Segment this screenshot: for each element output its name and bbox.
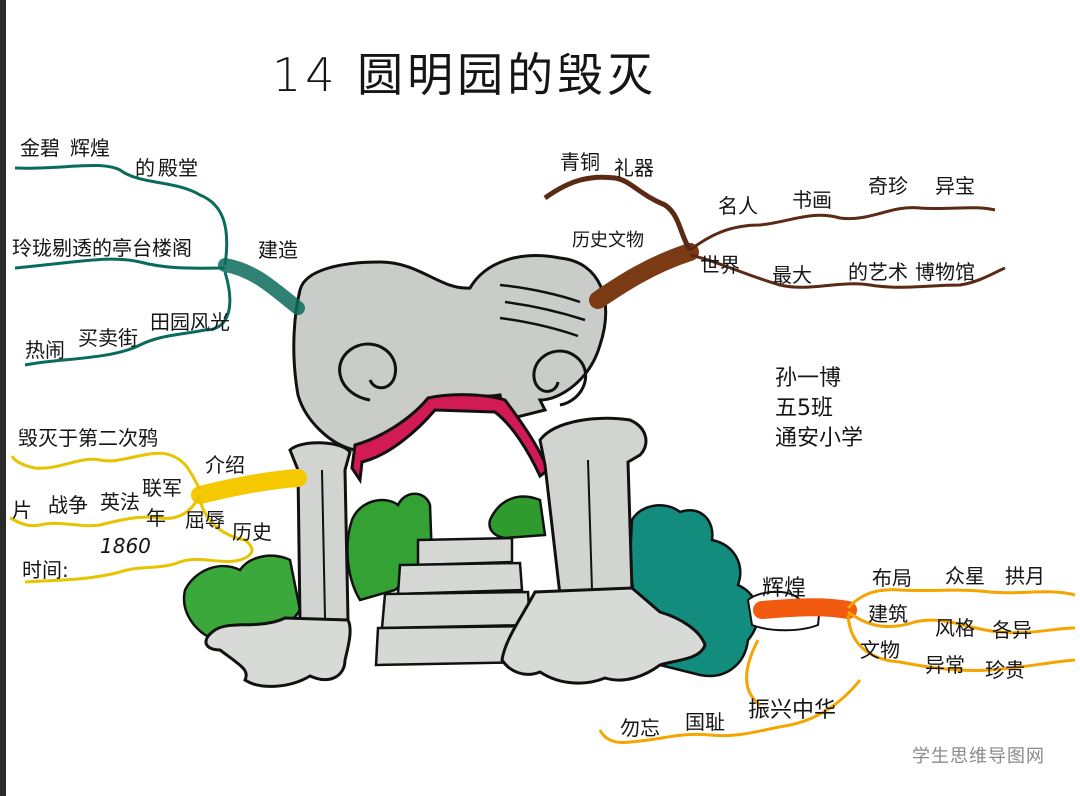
history-item: 礼器: [614, 156, 654, 180]
branch-glory-label: 辉煌: [762, 576, 807, 601]
stone-steps: [374, 536, 540, 667]
branch-history-lines: [543, 174, 1006, 309]
watermark: 学生思维导图网: [912, 746, 1045, 767]
intro-item: 英法: [100, 490, 140, 514]
history-item: 世界: [700, 253, 740, 277]
history-item: 青铜: [560, 150, 600, 174]
intro-item: 片: [12, 498, 32, 522]
intro-item: 毁灭于第二次鸦: [18, 426, 158, 450]
glory-item: 文物: [860, 638, 900, 662]
ruined-gate: [204, 254, 707, 688]
branch-build-lines: [14, 163, 305, 367]
intro-item: 屈辱: [185, 508, 225, 532]
glory-item: 拱月: [1005, 564, 1045, 588]
glory-item: 众星: [945, 564, 985, 588]
glory-item: 异常: [925, 653, 965, 677]
build-item: 的: [135, 156, 155, 180]
history-item: 的艺术: [848, 260, 908, 284]
paper-edge: [0, 0, 6, 796]
branch-bottom-lines: [598, 639, 862, 744]
history-item: 奇珍: [868, 174, 908, 198]
branch-build-label: 建造: [258, 238, 298, 262]
history-item: 博物馆: [915, 260, 975, 284]
branch-intro-label: 介绍: [205, 453, 245, 477]
intro-item: 时间:: [22, 558, 69, 582]
history-item: 异宝: [935, 174, 975, 198]
glory-item: 各异: [992, 618, 1032, 642]
glory-item: 布局: [872, 566, 912, 590]
page-title: 14 圆明园的毁灭: [272, 48, 658, 102]
branch-glory-lines: [753, 588, 1076, 673]
glory-item: 风格: [935, 616, 975, 640]
glory-item: 珍贵: [985, 658, 1025, 682]
author-name: 孙一博: [775, 366, 842, 391]
build-item: 金碧: [20, 136, 60, 160]
bottom-item: 振兴中华: [748, 698, 837, 723]
intro-year: 1860: [100, 534, 151, 558]
build-item: 田园风光: [150, 310, 230, 334]
build-item: 热闹: [25, 338, 65, 362]
build-item: 买卖街: [78, 326, 138, 350]
intro-item: 联军: [142, 476, 182, 500]
bottom-item: 国耻: [685, 710, 725, 734]
author-class: 五5班: [775, 396, 833, 421]
history-item: 名人: [718, 194, 758, 218]
bottom-item: 勿忘: [620, 716, 660, 740]
history-item: 最大: [772, 263, 812, 287]
author-school: 通安小学: [775, 426, 864, 451]
intro-item: 历史: [232, 520, 272, 544]
branch-intro-lines: [9, 451, 307, 584]
history-item: 书画: [792, 188, 832, 212]
intro-item: 年: [146, 506, 166, 530]
build-item: 殿堂: [158, 156, 198, 180]
intro-item: 战争: [48, 493, 88, 517]
build-item: 辉煌: [70, 136, 110, 160]
glory-item: 建筑: [868, 602, 908, 626]
branch-history-label: 历史文物: [572, 230, 644, 251]
build-item: 玲珑剔透的亭台楼阁: [12, 236, 192, 260]
